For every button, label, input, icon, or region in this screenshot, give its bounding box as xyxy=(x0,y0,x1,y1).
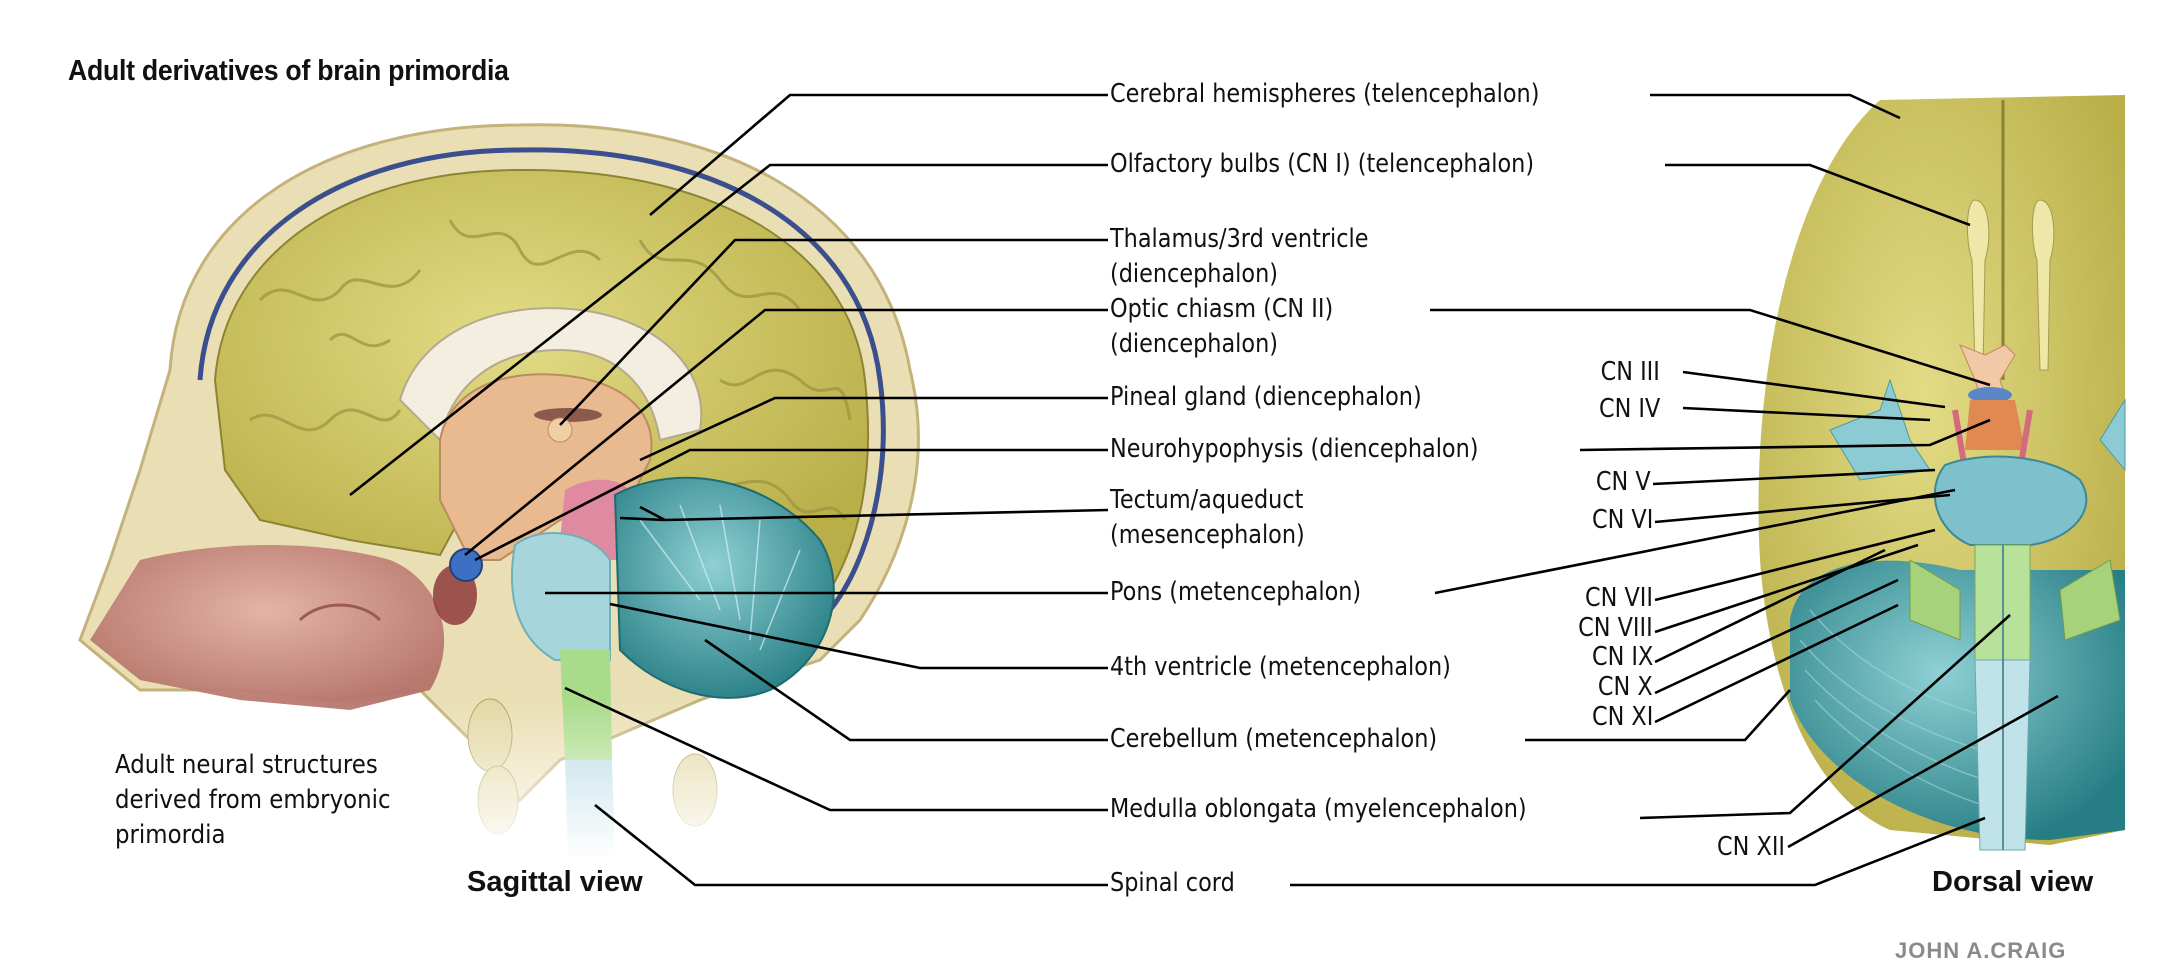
label-thalamus-line-2: (diencephalon) xyxy=(1110,259,1278,289)
label-medulla: Medulla oblongata (myelencephalon) xyxy=(1110,794,1527,824)
figure-title: Adult derivatives of brain primordia xyxy=(68,55,509,87)
label-optic-chiasm-line-2: (diencephalon) xyxy=(1110,329,1278,359)
label-thalamus: Thalamus/3rd ventricle (diencephalon) xyxy=(1110,222,1369,292)
label-cerebellum: Cerebellum (metencephalon) xyxy=(1110,724,1438,754)
label-fourth-ventricle: 4th ventricle (metencephalon) xyxy=(1110,652,1451,682)
label-spinal-cord: Spinal cord xyxy=(1110,868,1235,898)
label-cerebral-hemispheres: Cerebral hemispheres (telencephalon) xyxy=(1110,79,1540,109)
thalamus xyxy=(439,373,653,561)
corpus-callosum xyxy=(398,307,703,443)
caption-line-2: derived from embryonic xyxy=(115,785,391,815)
label-neurohypophysis: Neurohypophysis (diencephalon) xyxy=(1110,434,1479,464)
label-cn-x: CN X xyxy=(1598,672,1653,702)
label-cn-ix: CN IX xyxy=(1591,642,1653,672)
label-cn-v: CN V xyxy=(1596,467,1651,497)
figure-caption: Adult neural structures derived from emb… xyxy=(115,748,391,853)
dorsal-brain xyxy=(1758,95,2126,851)
label-optic-chiasm: Optic chiasm (CN II) (diencephalon) xyxy=(1110,292,1333,362)
label-thalamus-line-1: Thalamus/3rd ventricle xyxy=(1110,224,1369,254)
label-cn-iii: CN III xyxy=(1600,357,1660,387)
label-olfactory-bulbs: Olfactory bulbs (CN I) (telencephalon) xyxy=(1110,149,1535,179)
label-tectum-line-2: (mesencephalon) xyxy=(1110,520,1305,550)
leader-lines xyxy=(349,93,2059,887)
label-tectum-line-1: Tectum/aqueduct xyxy=(1110,485,1304,515)
label-optic-chiasm-line-1: Optic chiasm (CN II) xyxy=(1110,294,1334,324)
caption-line-1: Adult neural structures xyxy=(115,750,378,780)
label-cn-xi: CN XI xyxy=(1591,702,1653,732)
cerebellum-sagittal xyxy=(613,476,835,699)
label-cn-xii: CN XII xyxy=(1717,832,1785,862)
sagittal-view-label: Sagittal view xyxy=(467,866,643,898)
label-cn-vii: CN VII xyxy=(1585,583,1653,613)
label-cn-iv: CN IV xyxy=(1598,394,1660,424)
label-pineal-gland: Pineal gland (diencephalon) xyxy=(1110,382,1422,412)
label-tectum: Tectum/aqueduct (mesencephalon) xyxy=(1110,483,1305,553)
cerebellum-dorsal xyxy=(1790,560,2125,840)
optic-chiasm xyxy=(449,548,483,582)
pons-dorsal xyxy=(1933,455,2088,546)
label-cn-viii: CN VIII xyxy=(1578,613,1653,643)
label-cn-vi: CN VI xyxy=(1591,505,1653,535)
artist-signature: JOHN A.CRAIG xyxy=(1895,938,2067,963)
caption-line-3: primordia xyxy=(115,820,226,850)
dorsal-view-label: Dorsal view xyxy=(1932,866,2094,898)
label-pons: Pons (metencephalon) xyxy=(1110,577,1362,607)
nasal-cavity xyxy=(90,545,445,710)
sagittal-brain xyxy=(60,123,960,860)
